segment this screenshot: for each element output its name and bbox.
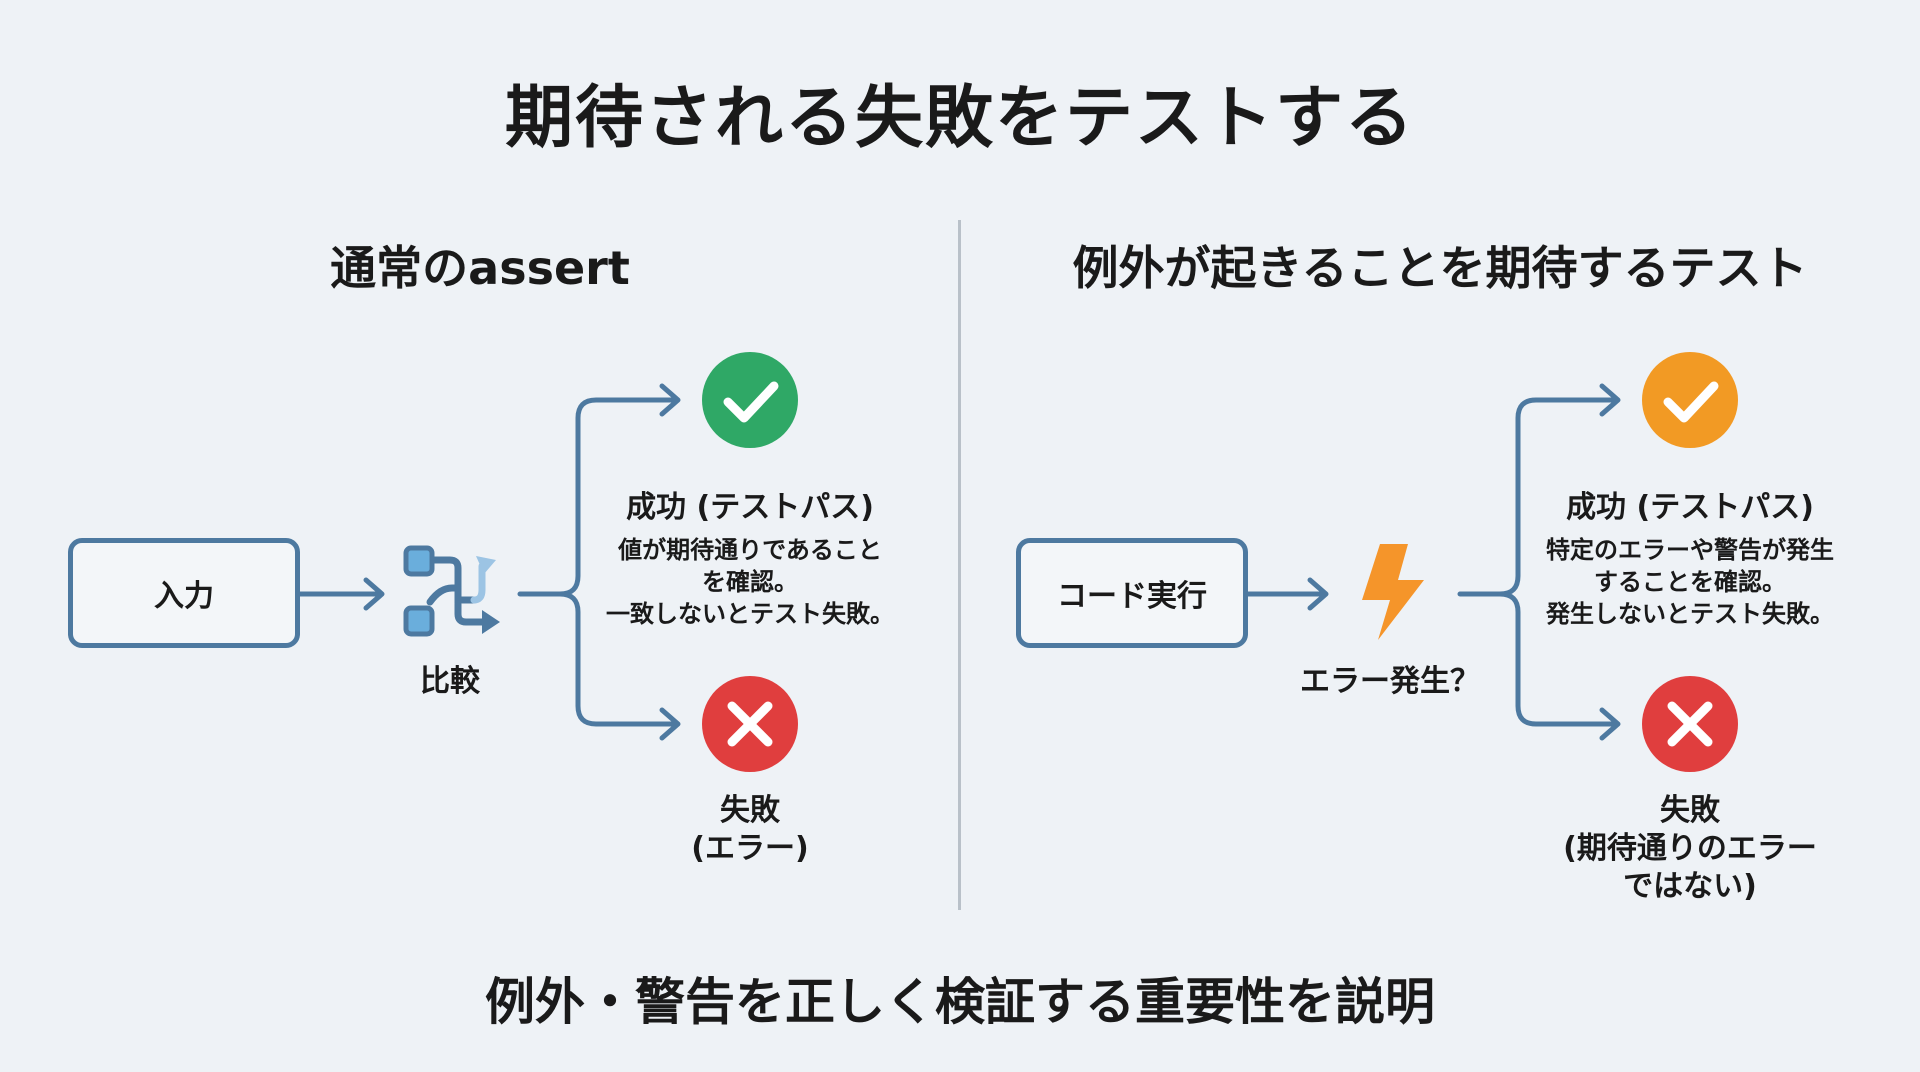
- code-run-box-label: コード実行: [1057, 579, 1207, 614]
- left-branch-bracket: [517, 383, 681, 741]
- lightning-bolt-icon: [1362, 544, 1424, 640]
- right-failure-title: 失敗 (期待通りのエラー ではない): [1520, 792, 1860, 906]
- left-success-description: 値が期待通りであること を確認。 一致しないとテスト失敗。: [580, 534, 920, 630]
- section-divider: [958, 220, 961, 910]
- arrow-code-to-bolt: [1245, 577, 1329, 611]
- right-branch-bracket: [1457, 383, 1621, 741]
- failure-line: 失敗: [720, 793, 780, 828]
- left-success-check-icon: [702, 352, 798, 448]
- left-section-heading: 通常のassert: [330, 241, 630, 295]
- desc-line: 特定のエラーや警告が発生: [1546, 536, 1834, 564]
- error-occurred-label: エラー発生？: [1300, 664, 1480, 699]
- desc-line: 発生しないとテスト失敗。: [1546, 600, 1834, 628]
- failure-line: (エラー): [691, 831, 809, 866]
- desc-line: を確認。: [702, 568, 798, 596]
- right-failure-cross-icon: [1642, 676, 1738, 772]
- code-run-box: コード実行: [1016, 538, 1248, 648]
- right-success-check-icon: [1642, 352, 1738, 448]
- failure-line: 失敗: [1660, 793, 1720, 828]
- failure-line: ではない): [1623, 869, 1757, 904]
- input-box-label: 入力: [154, 579, 214, 614]
- desc-line: 一致しないとテスト失敗。: [606, 600, 894, 628]
- right-success-description: 特定のエラーや警告が発生 することを確認。 発生しないとテスト失敗。: [1520, 534, 1860, 630]
- left-failure-cross-icon: [702, 676, 798, 772]
- failure-line: (期待通りのエラー: [1563, 831, 1817, 866]
- desc-line: することを確認。: [1594, 568, 1786, 596]
- compare-label: 比較: [420, 664, 480, 699]
- right-success-title: 成功 (テストパス): [1566, 490, 1814, 525]
- input-box: 入力: [68, 538, 300, 648]
- footer-caption: 例外・警告を正しく検証する重要性を説明: [485, 973, 1435, 1031]
- arrow-input-to-compare: [295, 577, 385, 611]
- right-section-heading: 例外が起きることを期待するテスト: [1072, 241, 1808, 295]
- compare-branch-icon: [403, 545, 500, 637]
- desc-line: 値が期待通りであること: [618, 536, 882, 564]
- page-title: 期待される失敗をテストする: [504, 79, 1415, 158]
- left-failure-title: 失敗 (エラー): [620, 792, 880, 868]
- left-success-title: 成功 (テストパス): [626, 490, 874, 525]
